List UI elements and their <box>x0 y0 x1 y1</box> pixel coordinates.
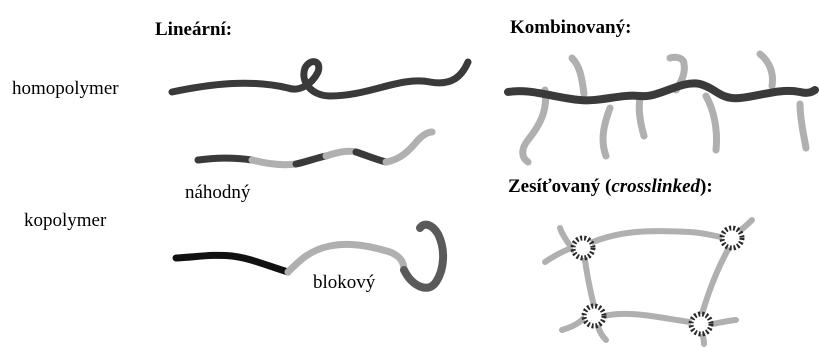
random-copolymer-chain <box>198 132 432 165</box>
heading-crosslinked-suffix: ): <box>700 176 713 197</box>
homopolymer-chain <box>172 62 468 96</box>
heading-combined: Kombinovaný: <box>510 18 631 37</box>
heading-linear: Lineární: <box>155 20 232 39</box>
label-homopolymer: homopolymer <box>12 79 119 98</box>
crosslinked-network <box>545 220 752 344</box>
block-copolymer-chain <box>176 225 443 288</box>
label-random: náhodný <box>185 183 250 202</box>
label-block: blokový <box>313 273 375 292</box>
crosslink-node <box>722 228 742 248</box>
crosslink-node <box>573 238 593 258</box>
heading-crosslinked-term: crosslinked <box>611 176 700 197</box>
crosslink-node <box>584 306 604 326</box>
heading-crosslinked-prefix: Zesíťovaný ( <box>508 176 611 197</box>
crosslink-node <box>691 314 711 334</box>
label-copolymer: kopolymer <box>24 211 106 230</box>
combined-polymer <box>508 54 815 162</box>
heading-crosslinked: Zesíťovaný (crosslinked): <box>508 177 713 196</box>
